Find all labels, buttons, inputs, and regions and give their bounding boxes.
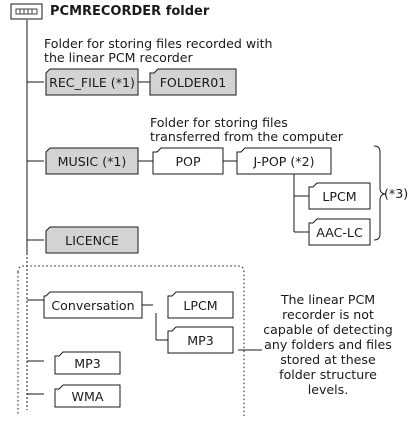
folder-folder01: FOLDER01 bbox=[159, 74, 227, 90]
note-undetectable-line: levels. bbox=[307, 382, 349, 397]
folder-lpcm-music: LPCM bbox=[322, 188, 357, 204]
note-linear-folder-line1: Folder for storing files recorded with bbox=[44, 36, 273, 51]
folder-mp3-conv: MP3 bbox=[187, 332, 214, 348]
folder-shape-wma bbox=[54, 384, 121, 408]
folder-shape-jpop bbox=[236, 147, 332, 175]
folder-shape-mp3-conv bbox=[167, 326, 234, 354]
folder-wma: WMA bbox=[71, 388, 104, 404]
folder-licence: LICENCE bbox=[65, 232, 119, 248]
folder-shape-lpcm-conv bbox=[167, 291, 234, 319]
note-undetectable-line: folder structure bbox=[279, 367, 377, 382]
folder-aac-lc: AAC-LC bbox=[316, 224, 363, 240]
note-music-folder-line1: Folder for storing files bbox=[150, 115, 288, 130]
note-undetectable-line: stored at these bbox=[280, 352, 376, 367]
root-folder-icon bbox=[10, 3, 43, 20]
folder-shape-folder01 bbox=[149, 68, 237, 96]
folder-shape-aac-lc bbox=[308, 218, 371, 246]
folder-shape-rec-file bbox=[45, 68, 139, 96]
folder-music: MUSIC (*1) bbox=[57, 153, 127, 169]
folder-mp3: MP3 bbox=[74, 355, 101, 371]
footnote-3: (*3) bbox=[384, 186, 409, 201]
note-undetectable-line: recorder is not bbox=[282, 307, 374, 322]
note-undetectable-line: The linear PCM bbox=[280, 292, 376, 307]
diagram-title: PCMRECORDER folder bbox=[50, 4, 210, 19]
folder-rec-file: REC_FILE (*1) bbox=[49, 74, 135, 90]
folder-lpcm-conv: LPCM bbox=[183, 297, 218, 313]
folder-shape-music bbox=[45, 147, 139, 175]
note-music-folder-line2: transferred from the computer bbox=[150, 129, 343, 144]
note-undetectable-line: any folders and files bbox=[264, 337, 392, 352]
folder-jpop: J-POP (*2) bbox=[253, 153, 315, 169]
folder-shape-conversation bbox=[43, 291, 143, 319]
folder-pop: POP bbox=[175, 153, 201, 169]
folder-shape-licence bbox=[45, 226, 139, 254]
folder-conversation: Conversation bbox=[51, 297, 135, 313]
folder-shape-pop bbox=[152, 147, 224, 175]
note-linear-folder-line2: the linear PCM recorder bbox=[44, 50, 193, 65]
folder-shape-lpcm-music bbox=[308, 182, 371, 210]
folder-shape-mp3 bbox=[54, 351, 121, 375]
note-undetectable-line: capable of detecting bbox=[263, 322, 393, 337]
